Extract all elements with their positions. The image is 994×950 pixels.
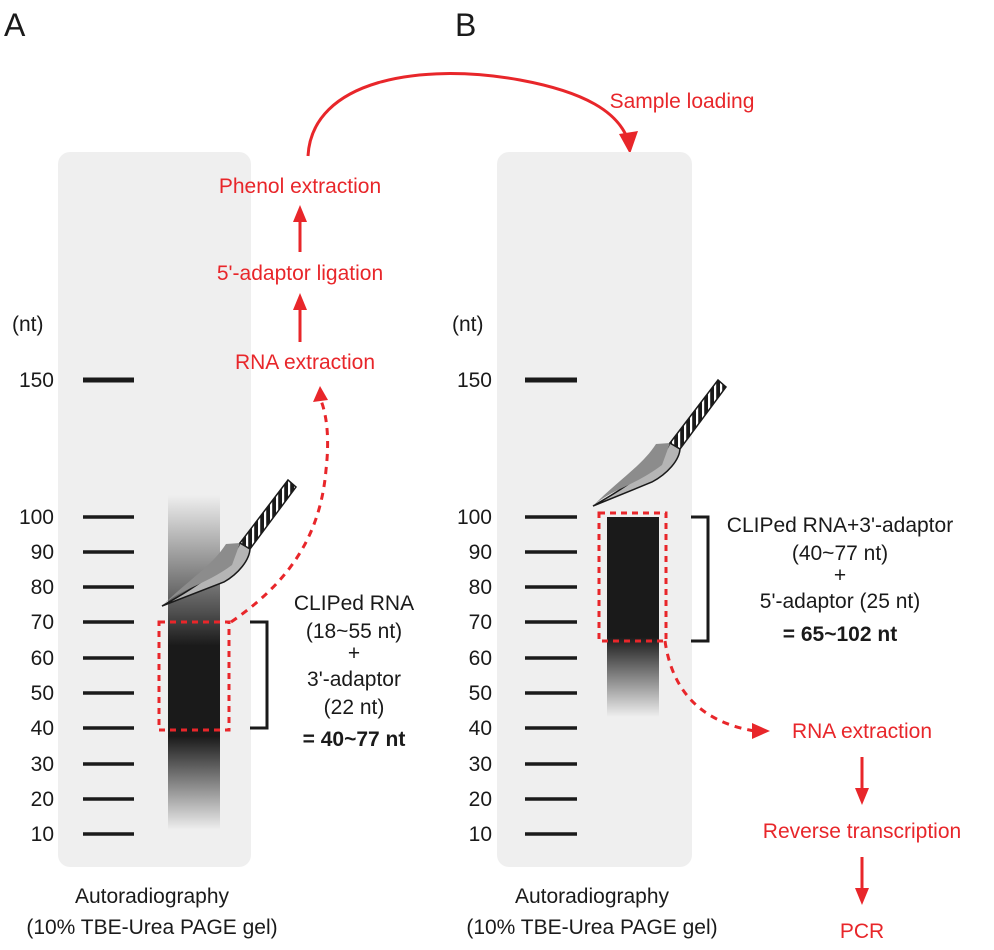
panel-letter-b: B <box>455 7 476 43</box>
ladder-unit-b: (nt) <box>452 313 484 336</box>
flow-a-arrow-up-1 <box>293 205 307 252</box>
bracket-a <box>250 620 269 730</box>
ladder-a: 150 100 90 80 70 60 50 40 30 20 10 <box>19 369 134 846</box>
gel-b-smear <box>607 517 659 717</box>
ladder-b-size-label: 40 <box>469 717 492 740</box>
gel-b-caption-line1: Autoradiography <box>515 885 670 908</box>
band-label-b-line2: (40~77 nt) <box>792 542 888 565</box>
ladder-a-size-label: 40 <box>31 717 54 740</box>
flow-a-step1: Phenol extraction <box>219 175 381 198</box>
ladder-a-size-label: 90 <box>31 541 54 564</box>
ladder-b-size-label: 90 <box>469 541 492 564</box>
ladder-unit-a: (nt) <box>12 313 44 336</box>
sample-loading-connector: Sample loading <box>306 72 755 157</box>
band-label-b-line1: CLIPed RNA+3'-adaptor <box>727 514 953 537</box>
ladder-b-size-label: 60 <box>469 647 492 670</box>
flow-a-arrow-up-2 <box>293 293 307 342</box>
flow-b-arrow-down-2 <box>855 857 869 905</box>
ladder-a-size-label: 150 <box>19 369 54 392</box>
band-label-b: CLIPed RNA+3'-adaptor (40~77 nt) + 5'-ad… <box>727 514 953 646</box>
band-label-a-line3: + <box>348 642 360 665</box>
gel-b-excision-box <box>597 511 668 643</box>
ladder-b-size-label: 80 <box>469 576 492 599</box>
ladder-b: 150 100 90 80 70 60 50 40 30 20 10 <box>457 369 577 846</box>
gel-b-background <box>497 152 692 867</box>
gel-a-caption-line2: (10% TBE-Urea PAGE gel) <box>26 916 277 939</box>
flow-a: Phenol extraction 5'-adaptor ligation RN… <box>217 175 383 624</box>
ladder-a-size-label: 10 <box>31 823 54 846</box>
ladder-a-size-label: 50 <box>31 682 54 705</box>
band-label-a-line4: 3'-adaptor <box>307 668 401 691</box>
flow-b-dashed-arrowhead <box>752 723 770 739</box>
ladder-b-size-label: 70 <box>469 611 492 634</box>
ladder-a-size-label: 60 <box>31 647 54 670</box>
sample-loading-label: Sample loading <box>610 90 755 113</box>
flow-b: RNA extraction Reverse transcription PCR <box>663 640 961 943</box>
flow-b-step1: RNA extraction <box>792 720 932 743</box>
gel-a-caption-line1: Autoradiography <box>75 885 230 908</box>
scalpel-a-icon <box>161 478 298 607</box>
flow-b-arrow-down-1 <box>855 757 869 805</box>
ladder-b-size-label: 150 <box>457 369 492 392</box>
flow-b-step2: Reverse transcription <box>763 820 961 843</box>
ladder-a-size-label: 30 <box>31 753 54 776</box>
flow-b-dashed-arrow <box>663 640 756 733</box>
flow-a-step2: 5'-adaptor ligation <box>217 262 383 285</box>
band-label-a-line1: CLIPed RNA <box>294 592 414 615</box>
band-label-a-line5: (22 nt) <box>324 696 385 719</box>
panel-letter-a: A <box>4 7 26 43</box>
band-label-b-line4: 5'-adaptor (25 nt) <box>760 590 920 613</box>
gel-b-caption-line2: (10% TBE-Urea PAGE gel) <box>466 916 717 939</box>
ladder-b-size-label: 30 <box>469 753 492 776</box>
gel-b: (nt) 150 100 90 80 70 60 50 40 30 20 10 <box>452 152 728 867</box>
ladder-b-size-label: 20 <box>469 788 492 811</box>
ladder-b-size-label: 100 <box>457 506 492 529</box>
band-label-b-line3: + <box>834 564 846 587</box>
scalpel-b-icon <box>592 378 728 507</box>
band-label-b-total: = 65~102 nt <box>783 623 897 646</box>
ladder-a-size-label: 70 <box>31 611 54 634</box>
flow-a-dashed-arrowhead <box>313 386 328 402</box>
bracket-b <box>691 515 710 643</box>
gel-a: (nt) 150 100 90 80 70 60 50 40 30 20 10 <box>12 152 298 867</box>
ladder-a-size-label: 100 <box>19 506 54 529</box>
band-label-a-line2: (18~55 nt) <box>306 620 402 643</box>
ladder-a-size-label: 20 <box>31 788 54 811</box>
flow-b-step3: PCR <box>840 920 884 943</box>
gel-a-background <box>58 152 251 867</box>
band-label-a-total: = 40~77 nt <box>303 728 406 751</box>
gel-a-excision-box <box>157 620 231 732</box>
band-label-a: CLIPed RNA (18~55 nt) + 3'-adaptor (22 n… <box>294 592 414 751</box>
gel-a-smear <box>168 495 220 830</box>
flow-a-dashed-arrow <box>230 397 330 624</box>
ladder-b-size-label: 10 <box>469 823 492 846</box>
ladder-a-size-label: 80 <box>31 576 54 599</box>
ladder-b-size-label: 50 <box>469 682 492 705</box>
flow-a-step3: RNA extraction <box>235 351 375 374</box>
